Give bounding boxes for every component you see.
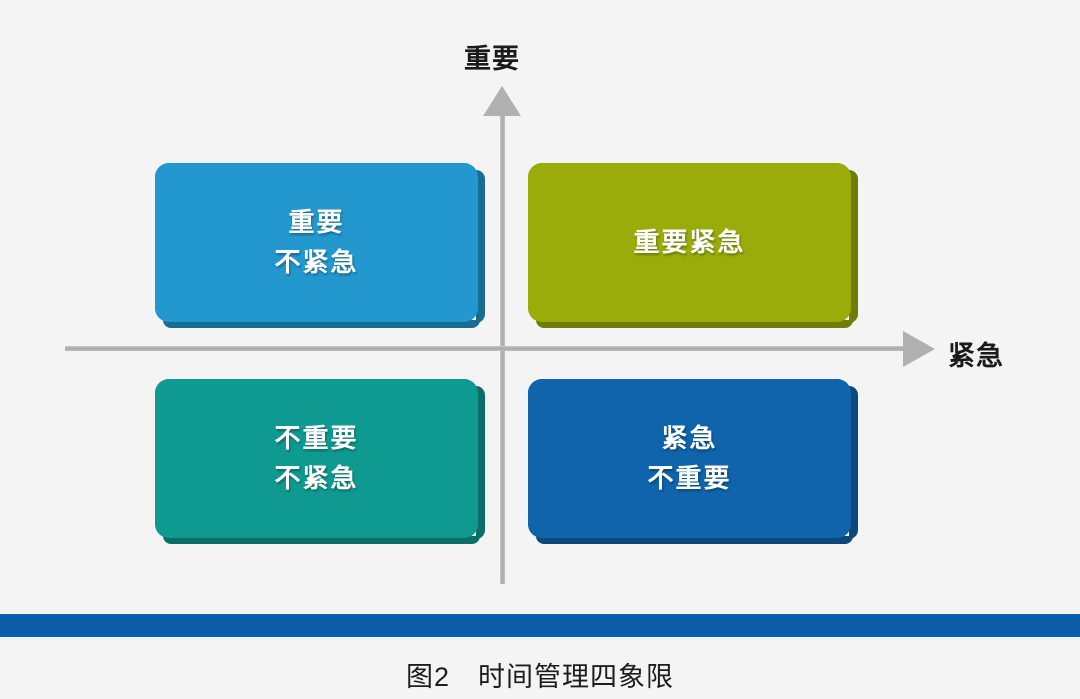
vertical-axis-label: 重要 [464,44,520,74]
quadrant-important-not-urgent[interactable]: 重要 不紧急 [155,163,485,328]
quadrant-label-line: 重要紧急 [633,226,746,257]
quadrant-not-important-not-urgent[interactable]: 不重要 不紧急 [155,379,485,544]
quadrant-label-line: 不重要 [647,462,732,493]
quadrant-face [155,163,478,322]
quadrant-bevel-bottom [536,320,853,328]
vertical-axis-line [500,100,505,584]
figure-caption: 图2 时间管理四象限 [405,662,675,692]
footer-accent-bar [0,614,1080,637]
quadrant-bevel-right [849,386,858,539]
quadrant-label-group: 紧急 不重要 [647,422,732,494]
horizontal-axis-label: 紧急 [948,341,1004,371]
quadrant-bevel-bottom [163,536,480,544]
vertical-axis-arrow-icon [483,86,521,116]
quadrant-label-group: 重要紧急 [633,226,746,258]
horizontal-axis-line [65,346,910,351]
quadrant-face [155,379,478,538]
quadrant-bevel-right [849,170,858,323]
quadrant-urgent-not-important[interactable]: 紧急 不重要 [528,379,858,544]
quadrant-label-line: 不紧急 [274,462,359,493]
quadrant-important-urgent[interactable]: 重要紧急 [528,163,858,328]
quadrant-label-group: 重要 不紧急 [274,206,359,278]
quadrant-label-line: 不紧急 [274,246,359,277]
quadrant-bevel-bottom [536,536,853,544]
quadrant-bevel-right [476,170,485,323]
quadrant-bevel-right [476,386,485,539]
quadrant-label-line: 不重要 [274,422,359,453]
quadrant-face [528,379,851,538]
quadrant-label-line: 紧急 [661,422,718,453]
quadrant-face [528,163,851,322]
horizontal-axis-arrow-icon [903,331,935,367]
quadrant-label-line: 重要 [288,206,345,237]
quadrant-bevel-bottom [163,320,480,328]
quadrant-label-group: 不重要 不紧急 [274,422,359,494]
